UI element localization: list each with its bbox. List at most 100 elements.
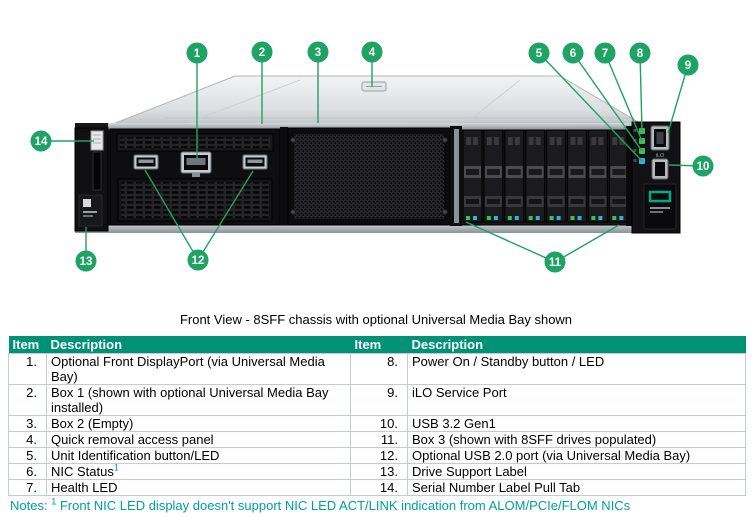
drive-bay [608, 129, 629, 223]
drive-led-green [528, 216, 533, 220]
callout-4: 4 [361, 41, 383, 63]
description-cell: Optional USB 2.0 port (via Universal Med… [407, 447, 746, 464]
figure-caption: Front View - 8SFF chassis with optional … [179, 312, 573, 327]
callout-9: 9 [677, 54, 699, 76]
chassis-lid [112, 75, 642, 125]
drive-bay [504, 129, 525, 223]
drive-bays-8sff [462, 129, 629, 223]
drive-bay [525, 129, 546, 223]
description-cell: Serial Number Label Pull Tab [407, 479, 746, 496]
item-cell: 2. [8, 384, 47, 416]
item-cell: 5. [8, 447, 47, 464]
callout-7: 7 [594, 42, 616, 64]
description-cell: USB 3.2 Gen1 [407, 415, 746, 432]
usb2-port-left [133, 154, 159, 170]
universal-media-bay [109, 128, 281, 226]
callout-number: 11 [549, 257, 562, 269]
item-cell: 6. [8, 463, 47, 480]
usb32-port [651, 158, 669, 180]
item-cell: 4. [8, 431, 47, 448]
callout-12: 12 [187, 249, 209, 271]
callout-number: 1 [194, 48, 201, 60]
bottom-bezel-rail [75, 225, 680, 233]
item-cell: 13. [350, 463, 408, 480]
item-header: Item [350, 336, 408, 354]
item-cell: 7. [8, 479, 47, 496]
callout-6: 6 [562, 42, 584, 64]
item-cell: 11. [350, 431, 408, 448]
drive-led-blue [514, 216, 519, 220]
drive-led-green [466, 216, 470, 220]
callout-1: 1 [186, 42, 208, 64]
callout-number: 10 [697, 161, 710, 173]
drive-bay [462, 129, 483, 223]
right-ear-control-panel: iLO [631, 121, 681, 234]
table-row: 7. Health LED 14. Serial Number Label Pu… [8, 479, 746, 496]
callout-number: 2 [259, 47, 265, 59]
ilo-service-port [650, 125, 670, 151]
description-cell: Box 2 (Empty) [46, 415, 351, 432]
callout-number: 8 [637, 48, 644, 60]
description-cell: Power On / Standby button / LED [407, 353, 746, 385]
callout-11: 11 [544, 251, 566, 273]
ilo-port-label: iLO [656, 153, 665, 159]
drive-led-blue [619, 216, 624, 220]
drive-led-green [507, 216, 512, 220]
drive-bay [483, 129, 504, 223]
description-cell: Optional Front DisplayPort (via Universa… [46, 353, 351, 385]
item-cell: 1. [8, 353, 47, 385]
item-cell: 14. [350, 479, 408, 496]
item-cell: 9. [350, 384, 408, 416]
description-cell: Box 1 (shown with optional Universal Med… [46, 384, 351, 416]
item-cell: 3. [8, 415, 47, 432]
table-row: 3. Box 2 (Empty) 10. USB 3.2 Gen1 [8, 415, 746, 432]
callout-8: 8 [629, 42, 651, 64]
description-cell: NIC Status1 [46, 463, 351, 480]
description-cell: Box 3 (shown with 8SFF drives populated) [407, 431, 746, 448]
description-cell: Unit Identification button/LED [46, 447, 351, 464]
drive-led-blue [535, 216, 540, 220]
footnote-text: Front NIC LED display doesn't support NI… [59, 498, 631, 513]
table-row: 2. Box 1 (shown with optional Universal … [8, 384, 746, 416]
description-header: Description [46, 336, 351, 354]
drive-bay [567, 129, 587, 223]
description-cell: Quick removal access panel [46, 431, 351, 448]
drive-led-green [612, 216, 617, 220]
drive-led-blue [493, 216, 498, 220]
usb2-port-right [242, 154, 268, 170]
callout-number: 5 [536, 48, 543, 60]
description-cell: Health LED [46, 479, 351, 496]
table-row: 4. Quick removal access panel 11. Box 3 … [8, 431, 746, 448]
callout-5: 5 [528, 42, 550, 64]
description-header: Description [407, 336, 746, 354]
callout-number: 6 [570, 48, 576, 60]
description-cell: iLO Service Port [407, 384, 746, 416]
drive-bay [587, 129, 608, 223]
callout-2: 2 [251, 41, 273, 63]
drive-led-blue [598, 216, 603, 220]
callout-number: 12 [192, 255, 205, 267]
callout-13: 13 [75, 250, 97, 272]
hpe-logo [648, 190, 672, 203]
item-cell: 8. [350, 353, 408, 385]
drive-led-blue [556, 216, 561, 220]
drive-led-green [591, 216, 596, 220]
displayport [180, 151, 212, 177]
drive-led-blue [577, 216, 582, 220]
footnote: Notes: 1 Front NIC LED display doesn't s… [10, 497, 752, 514]
item-cell: 12. [350, 447, 408, 464]
callout-number: 13 [80, 256, 93, 268]
top-bezel-rail [108, 123, 632, 130]
drive-led-green [549, 216, 554, 220]
callout-10: 10 [692, 155, 714, 177]
drive-led-green [486, 216, 491, 220]
table-row: 6. NIC Status1 13. Drive Support Label [8, 463, 746, 480]
table-row: 1. Optional Front DisplayPort (via Unive… [8, 353, 746, 385]
hpe-badge [643, 183, 677, 230]
bay-divider [280, 127, 288, 225]
left-ear [74, 127, 109, 232]
box2-empty-bay [287, 127, 451, 226]
callout-number: 3 [315, 47, 321, 59]
